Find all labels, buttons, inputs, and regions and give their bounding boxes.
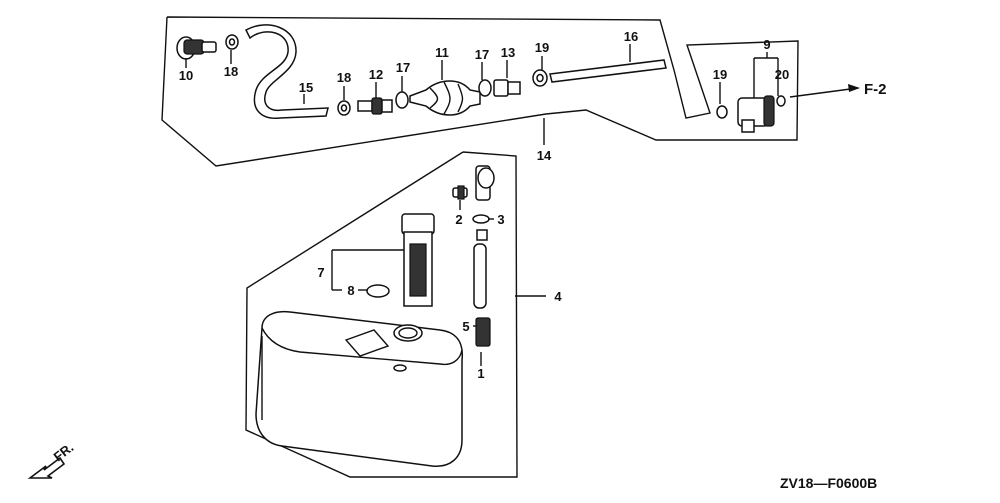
callout-2: 2 — [455, 212, 462, 227]
callout-5: 5 — [462, 319, 469, 334]
part-3-washer — [472, 214, 490, 224]
callout-7: 7 — [317, 265, 324, 280]
callout-15: 15 — [299, 80, 313, 95]
part-7-fuel-gauge — [401, 213, 435, 307]
callout-1: 1 — [477, 366, 484, 381]
ref-label-f2: F-2 — [864, 81, 887, 98]
part-20-ring — [776, 95, 786, 107]
callout-20: 20 — [775, 67, 789, 82]
part-11-primer-bulb — [409, 80, 481, 116]
part-9-connector — [737, 95, 775, 133]
callout-17-a: 17 — [396, 60, 410, 75]
part-12-connector — [357, 97, 393, 115]
part-15-hose — [245, 24, 329, 119]
callout-12: 12 — [369, 67, 383, 82]
front-direction-arrow-icon — [27, 456, 66, 479]
part-16-hose — [549, 59, 667, 83]
part-17-ring-b — [478, 79, 492, 97]
part-10-cap — [176, 36, 217, 60]
callout-9: 9 — [763, 37, 770, 52]
direction-label: FR. — [51, 440, 77, 465]
callout-14: 14 — [537, 148, 552, 163]
tank-frame — [245, 151, 518, 478]
part-19-ring-a — [532, 69, 548, 87]
callout-4: 4 — [554, 289, 562, 304]
callout-11: 11 — [435, 45, 449, 60]
part-2-nipple — [452, 185, 468, 200]
callout-19-b: 19 — [713, 67, 727, 82]
callout-13: 13 — [501, 45, 515, 60]
part-5-filter — [475, 317, 491, 347]
callout-18-b: 18 — [337, 70, 351, 85]
part-13-connector — [493, 79, 521, 97]
fuel-tank — [255, 310, 464, 467]
callout-18-a: 18 — [224, 64, 238, 79]
callout-8: 8 — [347, 283, 354, 298]
part-18-ring-b — [337, 100, 351, 116]
callout-19-a: 19 — [535, 40, 549, 55]
part-4-pickup-assembly — [472, 165, 495, 347]
part-8-washer — [366, 284, 390, 298]
fuel-line-frame — [161, 16, 799, 167]
callout-10: 10 — [179, 68, 193, 83]
callout-17-b: 17 — [475, 47, 489, 62]
callout-16: 16 — [624, 29, 638, 44]
leader-lines — [185, 44, 859, 366]
part-18-ring-a — [225, 34, 239, 50]
part-17-ring-a — [395, 91, 409, 109]
callout-3: 3 — [497, 212, 504, 227]
part-19-ring-b — [716, 105, 728, 119]
diagram-code: ZV18—F0600B — [780, 475, 877, 491]
ref-arrow-head — [848, 84, 860, 92]
